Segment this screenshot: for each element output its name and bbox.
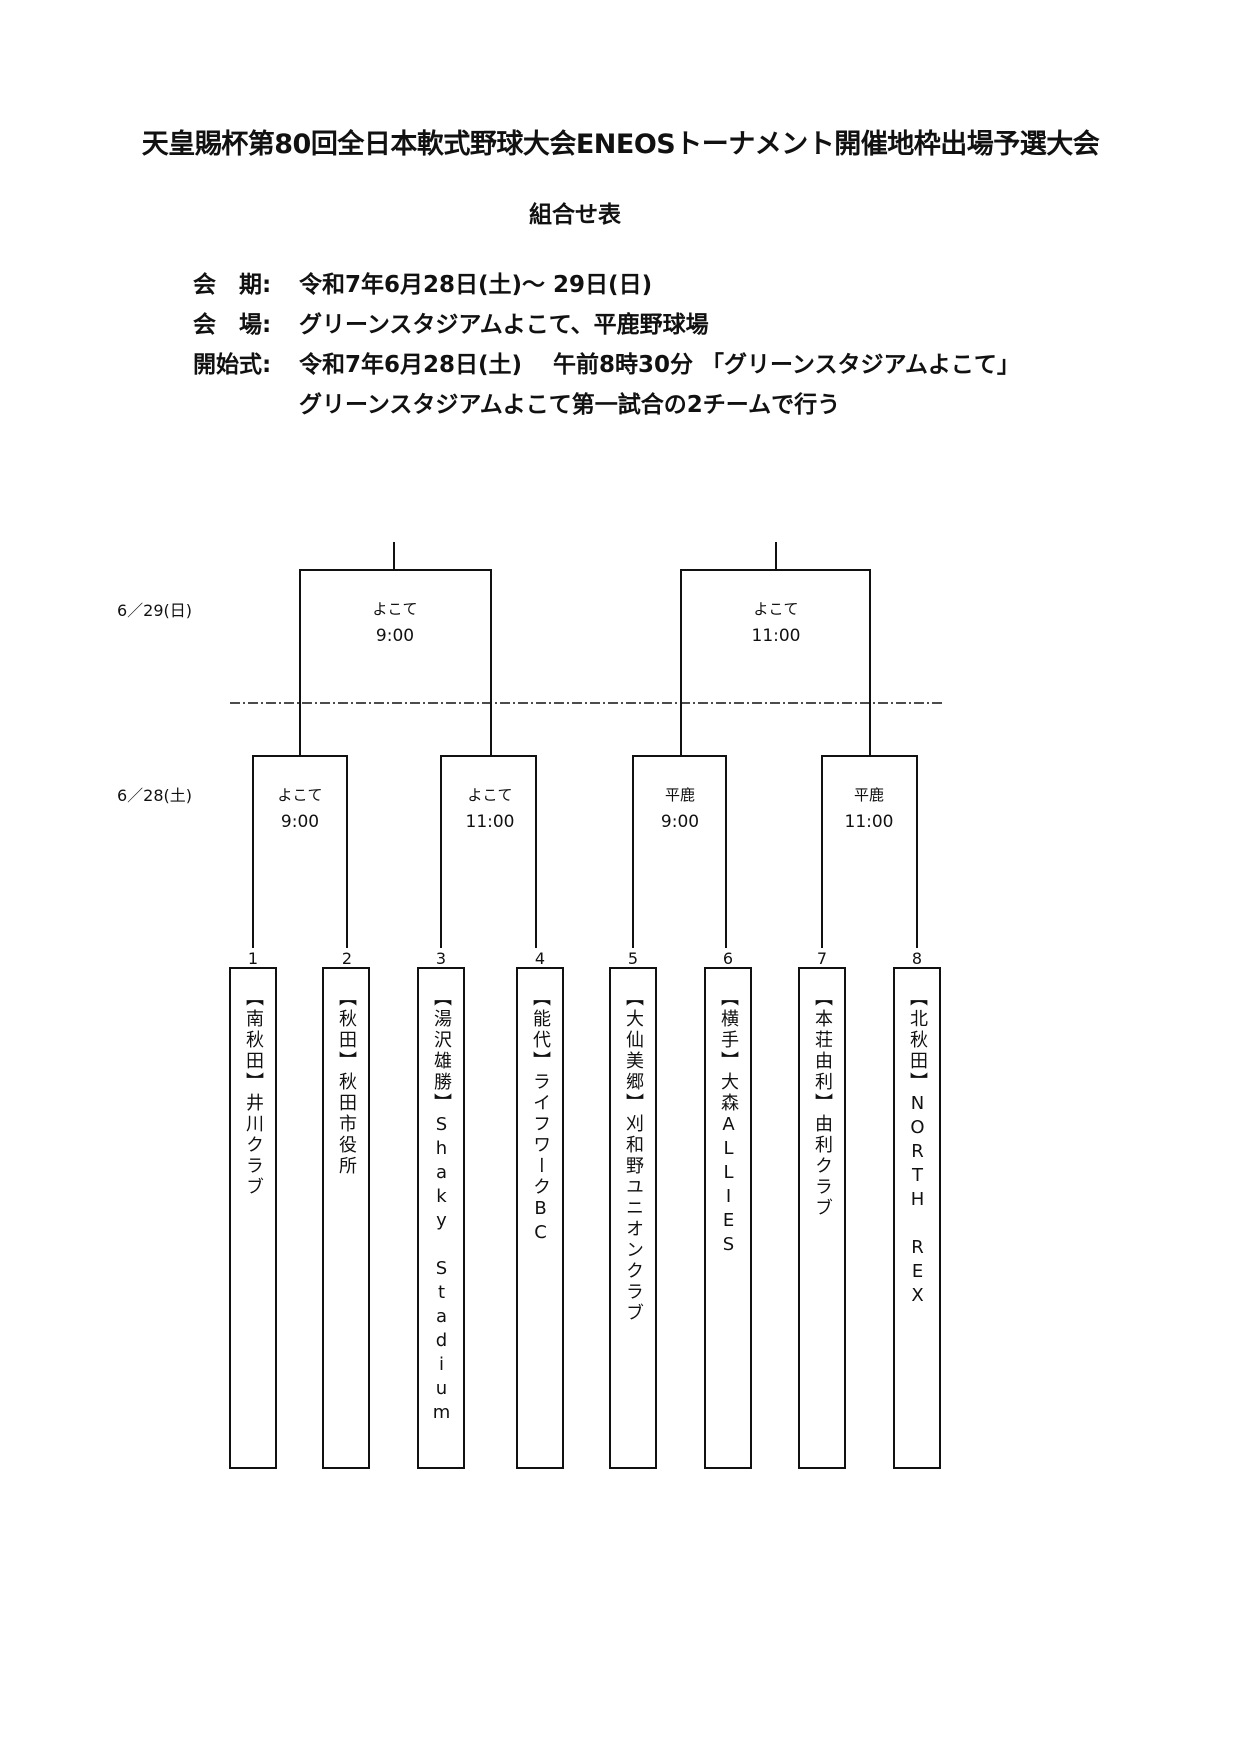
first-round-venue: よこて xyxy=(277,786,322,804)
team-name: 【秋田】秋田市役所 xyxy=(336,988,357,1177)
bracket-line xyxy=(632,755,727,948)
first-round-time: 9:00 xyxy=(661,812,699,832)
first-round-time: 11:00 xyxy=(845,812,894,832)
period-label: 会 期: xyxy=(193,272,272,298)
team-number: 3 xyxy=(436,949,446,968)
team-box xyxy=(229,967,277,1469)
team-number: 7 xyxy=(817,949,827,968)
page-subtitle: 組合せ表 xyxy=(529,202,621,228)
page-title: 天皇賜杯第80回全日本軟式野球大会ENEOSトーナメント開催地枠出場予選大会 xyxy=(141,129,1100,160)
team-number: 5 xyxy=(628,949,638,968)
team-number: 6 xyxy=(723,949,733,968)
bracket-line xyxy=(821,755,918,948)
date-label-day2: 6／29(日) xyxy=(117,601,192,620)
bracket-line xyxy=(252,755,348,948)
venue-label: 会 場: xyxy=(193,312,272,338)
period-value: 令和7年6月28日(土)～ 29日(日) xyxy=(299,272,653,298)
first-round-time: 11:00 xyxy=(466,812,515,832)
team-box xyxy=(893,967,941,1469)
first-round-time: 9:00 xyxy=(281,812,319,832)
team-name: 【横手】大森ALLIES xyxy=(718,988,739,1258)
opening-value: 令和7年6月28日(土) 午前8時30分 「グリーンスタジアムよこて」 xyxy=(299,352,1020,378)
bracket-line xyxy=(680,569,871,756)
team-box xyxy=(704,967,752,1469)
team-name: 【湯沢雄勝】Shaky Stadium xyxy=(431,988,452,1426)
first-round-venue: 平鹿 xyxy=(665,786,695,804)
semifinal-venue: よこて xyxy=(753,600,798,618)
bracket-line xyxy=(299,569,492,756)
opening-label: 開始式: xyxy=(193,352,272,378)
team-name: 【北秋田】NORTH REX xyxy=(907,988,928,1309)
team-number: 4 xyxy=(535,949,545,968)
team-box xyxy=(609,967,657,1469)
date-label-day1: 6／28(土) xyxy=(117,786,192,805)
team-name: 【能代】ライフワークBC xyxy=(530,988,551,1246)
bracket-line xyxy=(440,755,537,948)
team-number: 2 xyxy=(342,949,352,968)
team-box xyxy=(516,967,564,1469)
team-box xyxy=(798,967,846,1469)
semifinal-time: 9:00 xyxy=(376,626,414,646)
semifinal-time: 11:00 xyxy=(752,626,801,646)
semifinal-venue: よこて xyxy=(372,600,417,618)
team-name: 【南秋田】井川クラブ xyxy=(243,988,264,1198)
team-number: 1 xyxy=(248,949,258,968)
opening-note: グリーンスタジアムよこて第一試合の2チームで行う xyxy=(299,392,841,418)
team-box xyxy=(322,967,370,1469)
first-round-venue: よこて xyxy=(467,786,512,804)
team-name: 【大仙美郷】刈和野ユニオンクラブ xyxy=(623,988,644,1324)
first-round-venue: 平鹿 xyxy=(854,786,884,804)
team-name: 【本荘由利】由利クラブ xyxy=(812,988,833,1219)
venue-value: グリーンスタジアムよこて、平鹿野球場 xyxy=(299,312,709,338)
team-number: 8 xyxy=(912,949,922,968)
team-box xyxy=(417,967,465,1469)
